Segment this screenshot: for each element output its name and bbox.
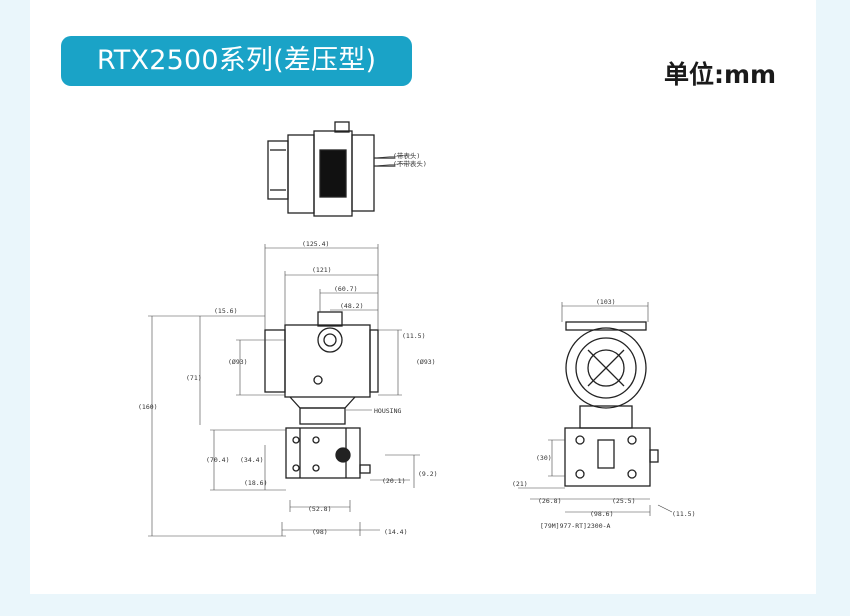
dim-52-8: (52.8)	[308, 505, 331, 513]
dim-70-4: (70.4)	[206, 456, 229, 464]
dim-121: (121)	[312, 266, 332, 274]
dim-20-1: (20.1)	[382, 477, 405, 485]
top-view	[267, 121, 395, 217]
dim-48-2: (48.2)	[340, 302, 363, 310]
dim-phi93-right: (Ø93)	[416, 358, 436, 366]
dim-11-5-side: (11.5)	[672, 510, 695, 518]
dim-21: (21)	[512, 480, 528, 488]
dim-98-6: (98.6)	[590, 510, 613, 518]
front-view	[264, 311, 379, 479]
top-note-meter: (带表头)	[393, 151, 420, 160]
drawing-number: [79M]977-RT]2300-A	[540, 522, 611, 530]
dim-26-8: (26.8)	[538, 497, 561, 505]
dim-phi93-left: (Ø93)	[228, 358, 248, 366]
dim-103: (103)	[596, 298, 616, 306]
unit-label: 单位:mm	[664, 60, 777, 89]
dim-71: (71)	[186, 374, 202, 382]
dim-15-6: (15.6)	[214, 307, 237, 315]
dim-11-5: (11.5)	[402, 332, 425, 340]
dim-30: (30)	[536, 454, 552, 462]
dim-98: (98)	[312, 528, 328, 536]
dim-34-4: (34.4)	[240, 456, 263, 464]
side-view	[564, 321, 659, 487]
housing-label: HOUSING	[374, 407, 401, 415]
page-title: RTX2500系列(差压型)	[61, 36, 412, 86]
dim-60-7: (60.7)	[334, 285, 357, 293]
dim-125-4: (125.4)	[302, 240, 329, 248]
dim-25-5: (25.5)	[612, 497, 635, 505]
dim-160: (160)	[138, 403, 158, 411]
dim-18-6: (18.6)	[244, 479, 267, 487]
content-card	[30, 0, 816, 594]
dim-14-4: (14.4)	[384, 528, 407, 536]
top-note-no-meter: (不带表头)	[393, 159, 427, 168]
dim-9-2: (9.2)	[418, 470, 438, 478]
